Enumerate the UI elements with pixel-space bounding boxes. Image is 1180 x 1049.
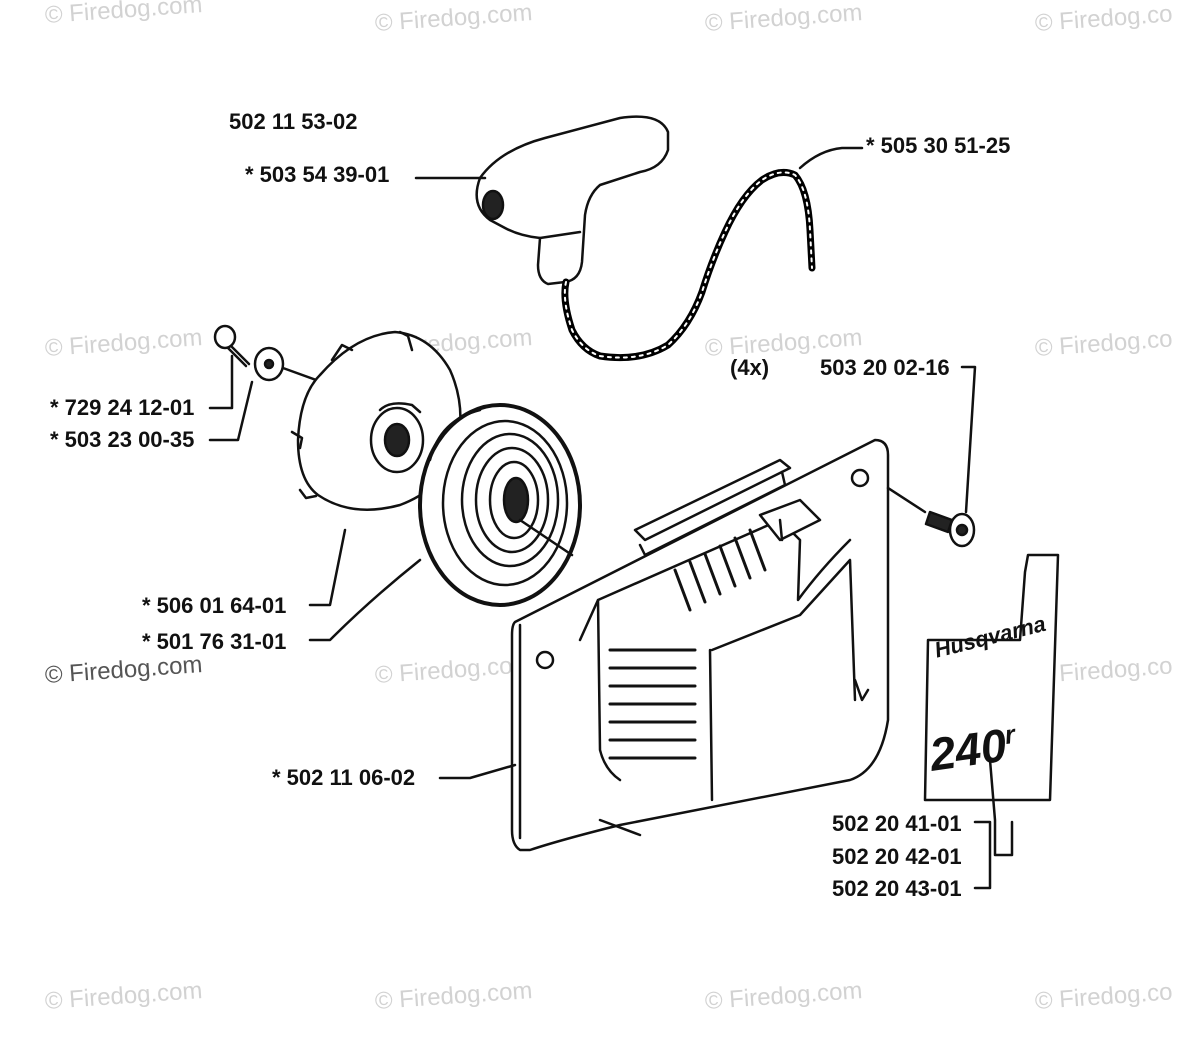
- label-washer: * 503 23 00-35: [50, 427, 195, 452]
- label-rope: * 505 30 51-25: [866, 133, 1011, 158]
- starter-rope: [561, 168, 816, 362]
- label-assembly: 502 11 53-02: [229, 109, 358, 134]
- label-screw: * 729 24 12-01: [50, 395, 195, 420]
- label-quantity: (4x): [730, 355, 770, 380]
- starter-handle: [475, 115, 670, 286]
- label-pulley: * 506 01 64-01: [142, 593, 287, 618]
- label-handle: * 503 54 39-01: [245, 162, 390, 187]
- label-bolt: 503 20 02-16: [820, 355, 950, 380]
- label-cover: * 502 11 06-02: [272, 765, 416, 790]
- label-decal-3: 502 20 43-01: [832, 876, 962, 901]
- label-spring: * 501 76 31-01: [142, 629, 287, 654]
- label-decal-2: 502 20 42-01: [832, 844, 962, 869]
- starter-pulley: [290, 330, 462, 511]
- cover-bolt: [886, 486, 976, 548]
- cover-vent-lower: [608, 648, 697, 760]
- recoil-spring: [418, 403, 582, 607]
- label-decal-1: 502 20 41-01: [832, 811, 962, 836]
- model-decal: [923, 553, 1060, 857]
- starter-cover: [510, 438, 890, 852]
- screw-and-washer: [213, 324, 332, 387]
- cover-vent-upper: [673, 528, 767, 612]
- decal-model-number: 240: [926, 718, 1010, 781]
